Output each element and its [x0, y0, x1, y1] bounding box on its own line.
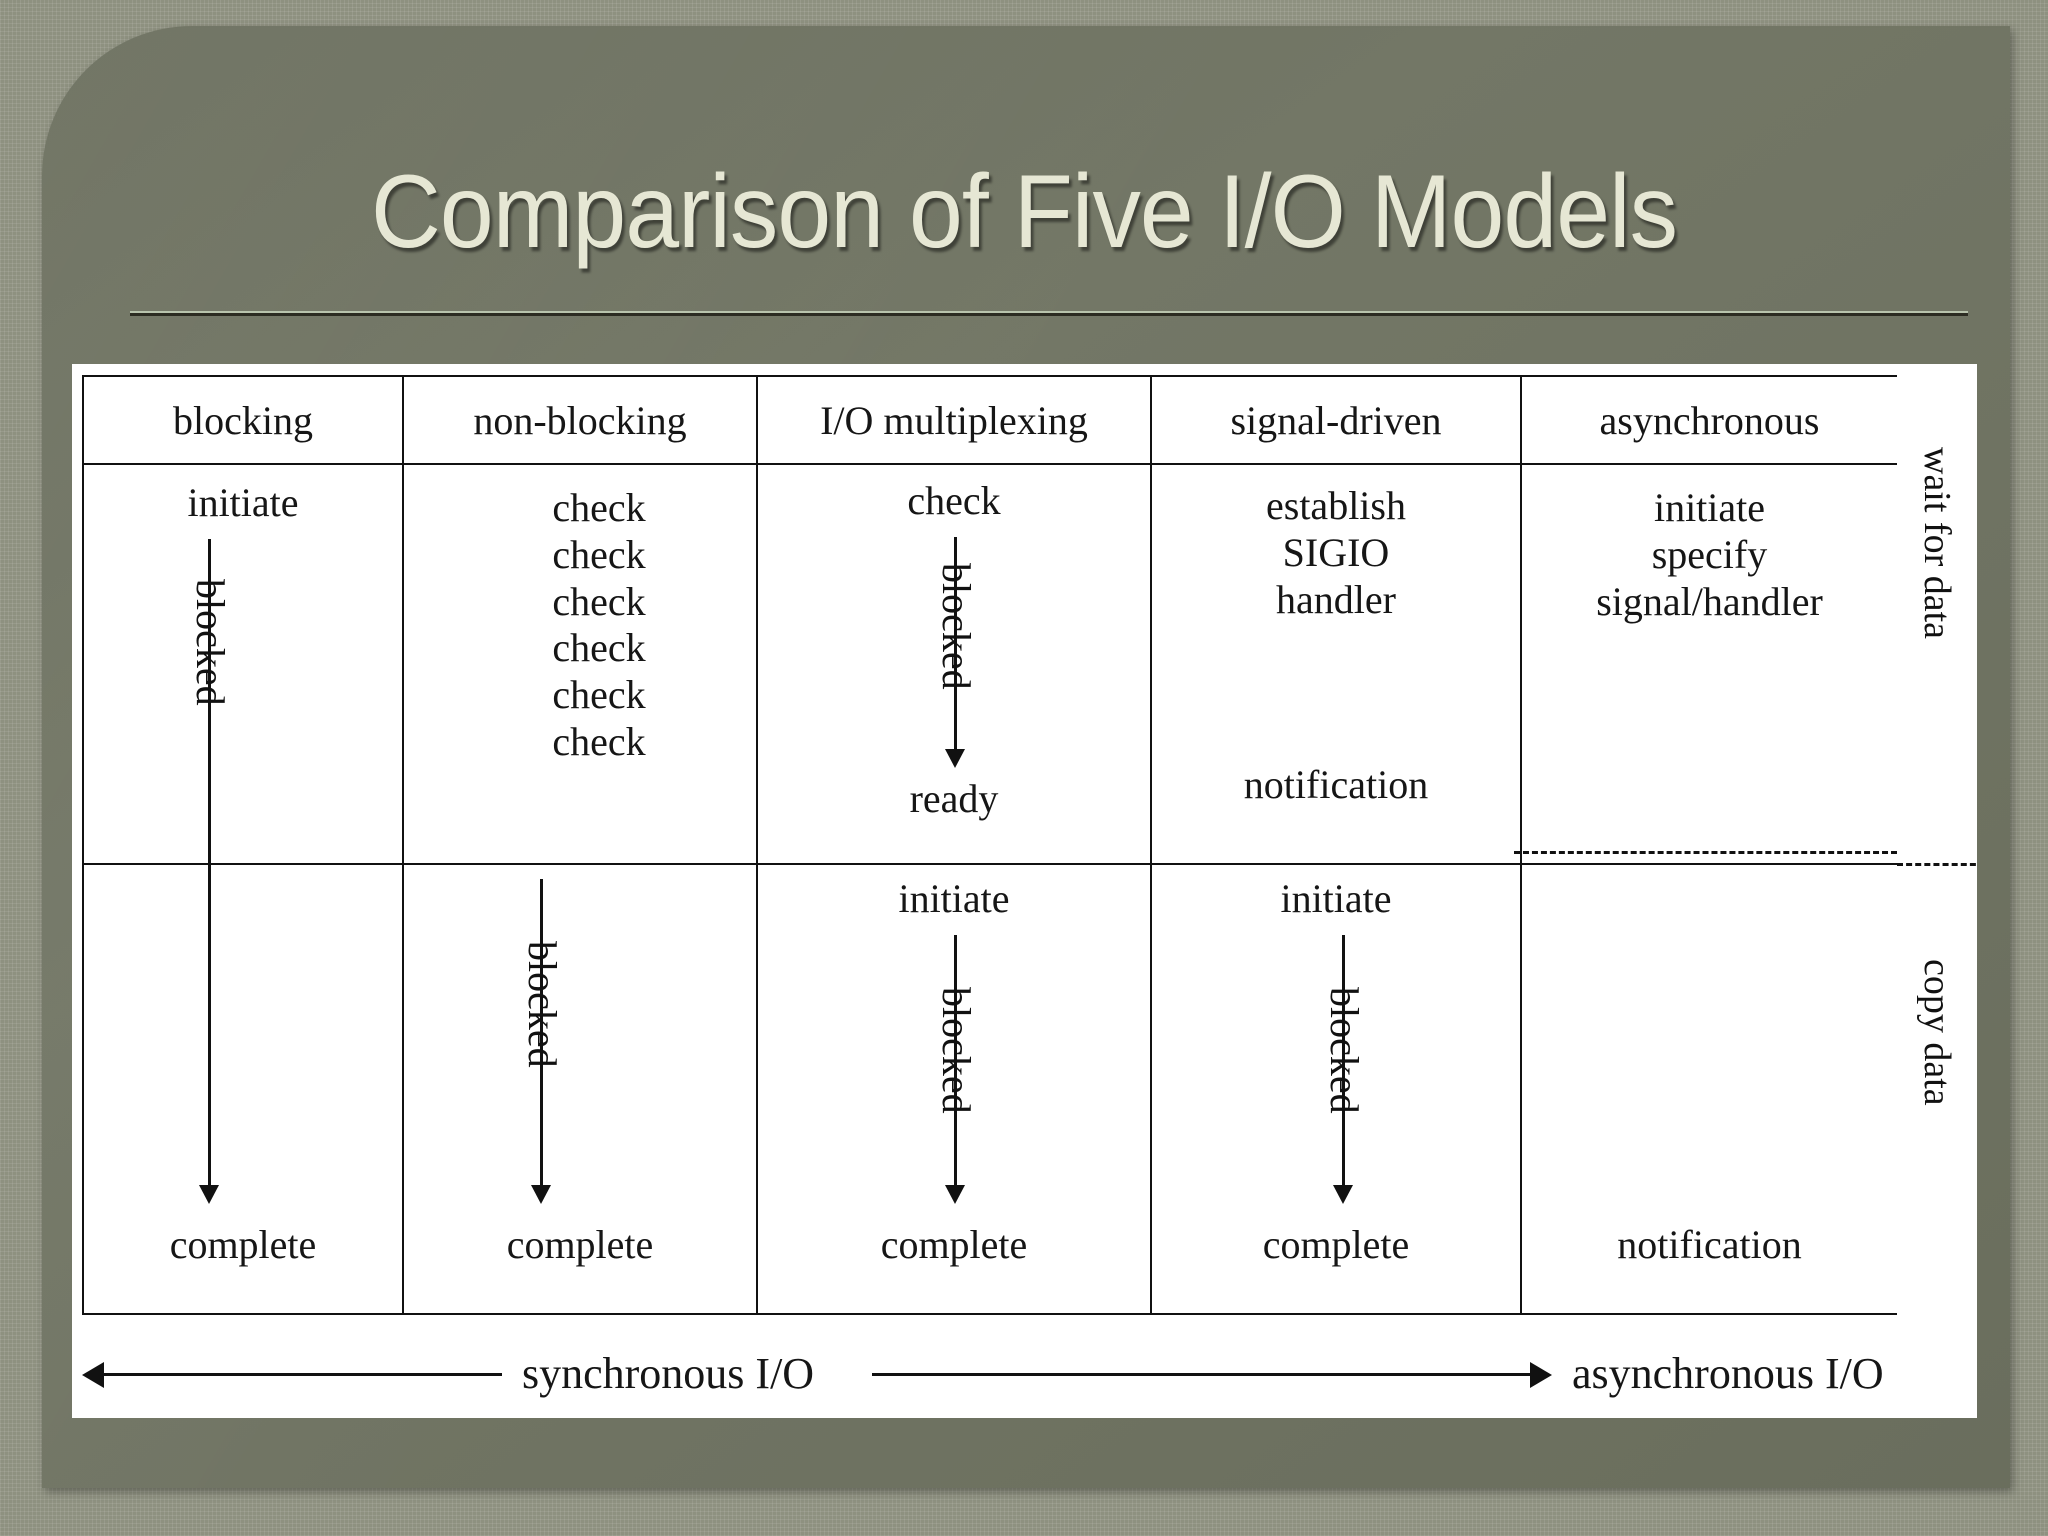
phase-label-strip: wait for data copy data: [1897, 375, 1977, 1315]
table-header-row: blocking non-blocking I/O multiplexing s…: [84, 377, 1897, 465]
header-label-signal-driven: signal-driven: [1230, 398, 1442, 443]
content-card: blocking non-blocking I/O multiplexing s…: [72, 364, 1977, 1418]
signal-setup-list: establish SIGIO handler: [1152, 483, 1520, 623]
title-divider: [130, 311, 1968, 316]
text-multiplexing-ready: ready: [909, 776, 999, 821]
async-setup-list: initiate specify signal/handler: [1522, 485, 1897, 625]
io-models-table: blocking non-blocking I/O multiplexing s…: [82, 375, 1897, 1315]
text-multiplexing-initiate: initiate: [898, 876, 1010, 921]
page-title: Comparison of Five I/O Models: [370, 154, 1678, 270]
text-signal-notification: notification: [1243, 762, 1429, 807]
cell-signal-driven-copy: initiate blocked complete: [1152, 865, 1522, 1313]
cell-blocking-wait: initiate: [84, 465, 404, 865]
table-row-copy-data: blocked complete blocked complete initia…: [84, 579, 1897, 1313]
signal-setup-line: SIGIO: [1282, 529, 1390, 575]
table-row-wait-for-data: initiate check check check check check c…: [84, 465, 1897, 865]
header-cell-non-blocking: non-blocking: [404, 377, 758, 463]
async-setup-line: initiate: [1653, 485, 1766, 530]
header-cell-asynchronous: asynchronous: [1522, 377, 1897, 463]
header-label-non-blocking: non-blocking: [473, 398, 687, 443]
cell-signal-driven-wait: establish SIGIO handler notification: [1152, 465, 1522, 863]
cell-asynchronous-wait: initiate specify signal/handler: [1522, 465, 1897, 863]
arrow-signal-driven-copy: [1333, 935, 1353, 1204]
signal-setup-line: handler: [1276, 576, 1396, 622]
cell-multiplexing-copy: initiate blocked complete: [758, 865, 1152, 1313]
cell-multiplexing-wait: check blocked ready: [758, 465, 1152, 863]
cell-blocking-copy: blocked complete: [84, 579, 404, 1313]
arrow-blocking-wait: [208, 539, 211, 865]
check-item: check: [552, 672, 646, 718]
signal-setup-line: establish: [1266, 483, 1406, 528]
cell-non-blocking-wait: check check check check check check: [404, 465, 758, 863]
arrow-multiplexing-wait: [945, 537, 965, 768]
header-label-blocking: blocking: [173, 398, 313, 443]
phase-label-copy-data: copy data: [1916, 959, 1958, 1106]
header-cell-blocking: blocking: [84, 377, 404, 463]
check-item: check: [552, 718, 646, 764]
blocked-label-non-blocking: blocked: [520, 941, 565, 1068]
check-item: check: [552, 625, 646, 671]
caption-synchronous-io: synchronous I/O: [522, 1349, 815, 1398]
caption-asynchronous-io: asynchronous I/O: [1572, 1349, 1884, 1398]
header-cell-signal-driven: signal-driven: [1152, 377, 1522, 463]
text-blocking-complete: complete: [169, 1222, 317, 1267]
cell-non-blocking-copy: blocked complete: [404, 865, 758, 1313]
arrow-multiplexing-copy: [945, 935, 965, 1204]
text-non-blocking-complete: complete: [506, 1222, 654, 1267]
check-list: check check check check check check: [404, 485, 756, 766]
left-arrowhead-icon: [82, 1362, 104, 1388]
io-kind-caption-row: synchronous I/O asynchronous I/O: [72, 1326, 1977, 1418]
check-item: check: [552, 531, 646, 577]
arrow-non-blocking-copy: [531, 879, 551, 1204]
text-signal-initiate: initiate: [1280, 876, 1392, 921]
text-blocking-initiate: initiate: [187, 480, 299, 525]
header-label-asynchronous: asynchronous: [1599, 398, 1820, 443]
async-setup-line: specify: [1651, 531, 1768, 577]
blocked-label-multiplexing-copy: blocked: [934, 987, 979, 1114]
check-item: check: [552, 485, 646, 530]
phase-divider-dashed-col5: [1514, 851, 1897, 854]
cell-asynchronous-copy: notification: [1522, 865, 1897, 1313]
synchronous-line-left: [102, 1373, 502, 1376]
right-arrowhead-icon: [1530, 1362, 1552, 1388]
check-item: check: [552, 578, 646, 624]
text-multiplexing-check: check: [907, 478, 1001, 523]
async-setup-line: signal/handler: [1596, 578, 1823, 624]
text-multiplexing-complete: complete: [880, 1222, 1028, 1267]
blocked-label-signal-driven: blocked: [1322, 987, 1367, 1114]
arrow-blocking-copy: [199, 865, 219, 1204]
text-signal-complete: complete: [1262, 1222, 1410, 1267]
blocked-label-blocking: blocked: [188, 579, 233, 706]
phase-label-wait-for-data: wait for data: [1916, 447, 1958, 640]
header-cell-io-multiplexing: I/O multiplexing: [758, 377, 1152, 463]
text-async-notification: notification: [1617, 1222, 1802, 1267]
header-label-io-multiplexing: I/O multiplexing: [820, 398, 1088, 443]
synchronous-line-right: [872, 1373, 1532, 1376]
blocked-label-multiplexing-wait: blocked: [934, 563, 979, 690]
phase-divider-dashed-side: [1897, 863, 1977, 866]
